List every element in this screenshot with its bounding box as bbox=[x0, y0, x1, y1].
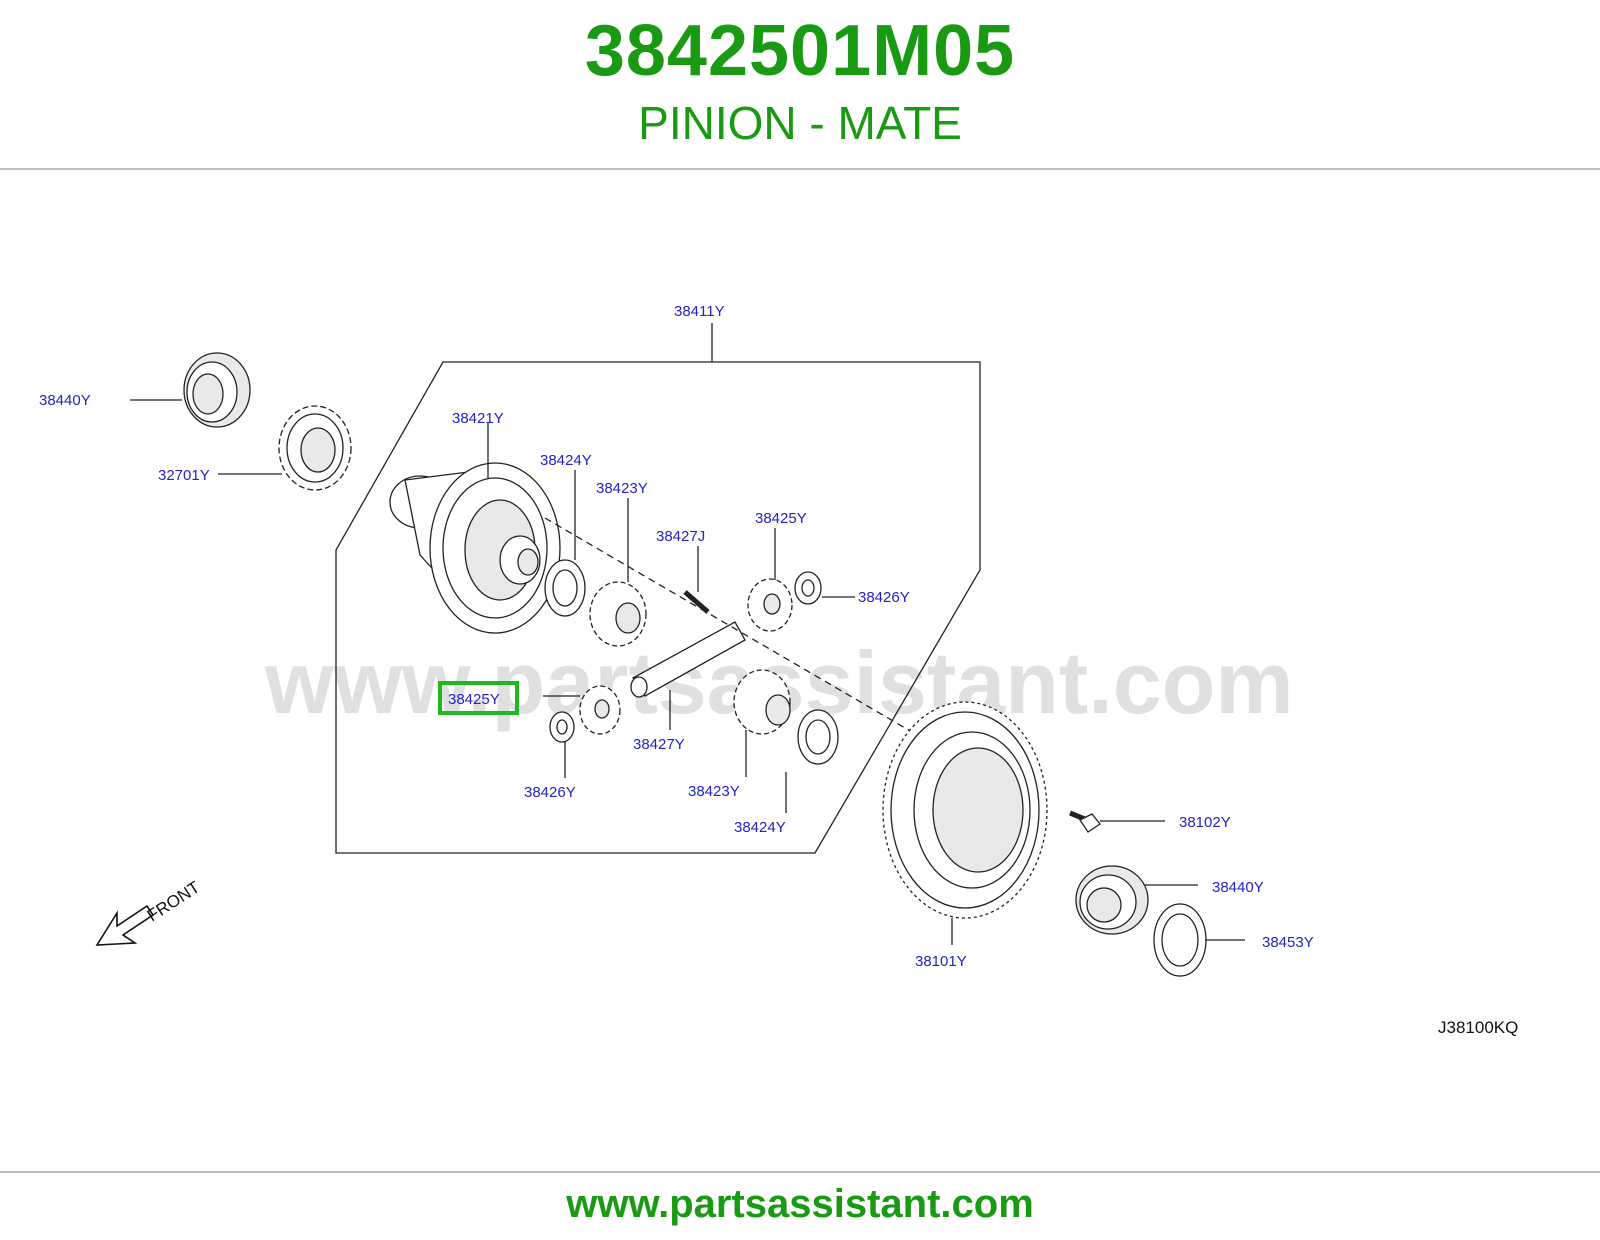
front-label: FRONT bbox=[144, 878, 203, 926]
assembly-frame bbox=[335, 361, 981, 854]
header-divider bbox=[0, 168, 1600, 170]
footer-divider bbox=[0, 1171, 1600, 1173]
callout-38427J[interactable]: 38427J bbox=[656, 528, 705, 545]
callout-38425Y-highlighted[interactable]: 38425Y bbox=[448, 691, 500, 708]
pinion-washer-bottom bbox=[549, 711, 575, 743]
callout-32701Y[interactable]: 32701Y bbox=[158, 467, 210, 484]
callout-38411Y[interactable]: 38411Y bbox=[674, 303, 725, 320]
callout-38427Y[interactable]: 38427Y bbox=[633, 736, 685, 753]
page-header: 3842501M05 PINION - MATE bbox=[0, 0, 1600, 168]
part-name-subtitle: PINION - MATE bbox=[638, 97, 962, 149]
callout-38421Y[interactable]: 38421Y bbox=[452, 410, 504, 427]
diagram-reference-code: J38100KQ bbox=[1438, 1018, 1518, 1037]
callout-38424Y-top[interactable]: 38424Y bbox=[540, 452, 592, 469]
bearing-right bbox=[1075, 865, 1149, 935]
callout-38423Y-top[interactable]: 38423Y bbox=[596, 480, 648, 497]
bearing-left bbox=[183, 352, 251, 428]
callout-38426Y-bottom[interactable]: 38426Y bbox=[524, 784, 576, 801]
part-number-title: 3842501M05 bbox=[584, 11, 1016, 91]
ring-gear-bolt bbox=[1069, 810, 1101, 833]
side-gear-bottom bbox=[733, 669, 791, 735]
callout-38453Y[interactable]: 38453Y bbox=[1262, 934, 1314, 951]
adjusting-shim bbox=[1153, 903, 1207, 977]
callout-38102Y[interactable]: 38102Y bbox=[1179, 814, 1231, 831]
callout-38423Y-bottom[interactable]: 38423Y bbox=[688, 783, 740, 800]
footer-website-link[interactable]: www.partsassistant.com bbox=[566, 1182, 1034, 1226]
callout-38424Y-bottom[interactable]: 38424Y bbox=[734, 819, 786, 836]
lock-pin bbox=[683, 590, 710, 614]
callout-38440Y-left[interactable]: 38440Y bbox=[39, 392, 91, 409]
differential-case bbox=[389, 462, 561, 634]
thrust-washer-bottom bbox=[797, 709, 839, 765]
side-gear-top bbox=[589, 581, 647, 647]
thrust-washer-top bbox=[544, 559, 586, 617]
callout-38101Y[interactable]: 38101Y bbox=[915, 953, 967, 970]
callout-38425Y-top[interactable]: 38425Y bbox=[755, 510, 807, 527]
front-arrow bbox=[95, 904, 155, 946]
side-gear-ring bbox=[278, 405, 352, 491]
callout-38426Y-right[interactable]: 38426Y bbox=[858, 589, 910, 606]
highlight-box bbox=[438, 681, 519, 715]
pinion-shaft bbox=[630, 621, 746, 698]
pinion-washer-top bbox=[794, 571, 822, 605]
callout-38440Y-right[interactable]: 38440Y bbox=[1212, 879, 1264, 896]
final-drive-ring-gear bbox=[882, 701, 1048, 919]
pinion-mate-top bbox=[747, 578, 793, 632]
pinion-mate-bottom bbox=[579, 685, 621, 735]
